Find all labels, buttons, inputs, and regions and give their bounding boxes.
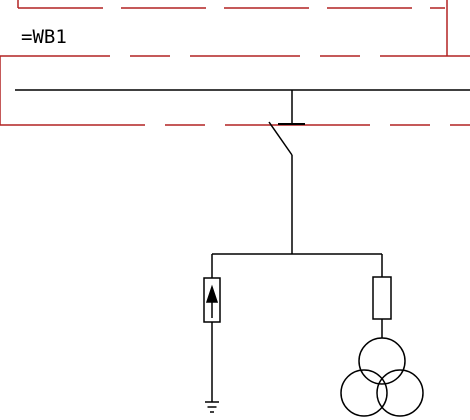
upper-enclosure (17, 0, 448, 50)
arrester-arrow (205, 284, 219, 303)
transformer-winding-right (376, 369, 424, 417)
switch-blade (268, 121, 293, 156)
feeder-connection (278, 90, 305, 125)
transformer-winding-top (358, 337, 406, 385)
arrester-branch (203, 254, 221, 413)
transformer-branch (340, 254, 424, 417)
three-winding-transformer-icon (340, 337, 424, 417)
busbar-enclosure (0, 50, 470, 126)
surge-arrester-icon (203, 277, 221, 323)
busbar-label: =WB1 (21, 26, 67, 48)
disconnector-switch-icon (268, 121, 293, 254)
transformer-winding-left (340, 369, 388, 417)
ground-icon (205, 401, 219, 413)
